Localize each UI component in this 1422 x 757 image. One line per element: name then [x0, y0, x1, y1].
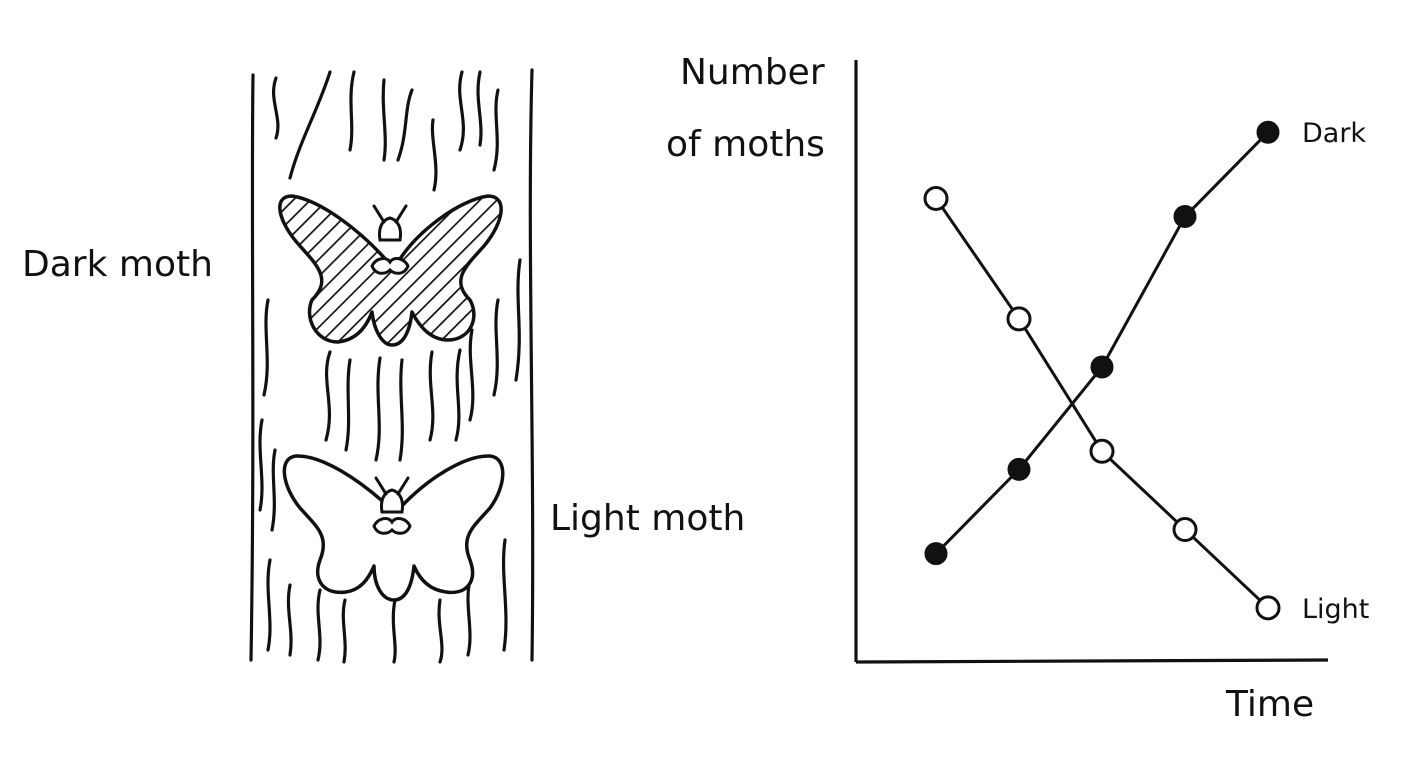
- light-point-1: [923, 185, 949, 211]
- light-point-5: [1255, 595, 1281, 621]
- light-point-2: [1006, 306, 1032, 332]
- x-axis-line: [855, 658, 1329, 664]
- light-moth-icon: [282, 454, 505, 602]
- light-point-4: [1172, 517, 1198, 543]
- dark-point-5: [1256, 120, 1280, 144]
- dark-series-line: [934, 131, 1270, 555]
- light-series-label: Light: [1302, 594, 1369, 625]
- dark-point-2: [1007, 457, 1031, 481]
- dark-point-3: [1090, 355, 1114, 379]
- y-axis-label-line2: of moths: [666, 124, 825, 165]
- light-point-3: [1089, 438, 1115, 464]
- dark-series-label: Dark: [1302, 118, 1366, 149]
- tree-trunk-icon: [249, 68, 535, 664]
- x-axis-label: Time: [1225, 684, 1314, 725]
- dark-moth-label: Dark moth: [22, 244, 213, 285]
- light-series-line: [934, 197, 1270, 609]
- dark-point-1: [924, 542, 948, 566]
- y-axis-label-line1: Number: [680, 52, 825, 93]
- dark-moth-icon: [278, 194, 503, 347]
- dark-point-4: [1173, 205, 1197, 229]
- light-moth-label: Light moth: [550, 498, 745, 539]
